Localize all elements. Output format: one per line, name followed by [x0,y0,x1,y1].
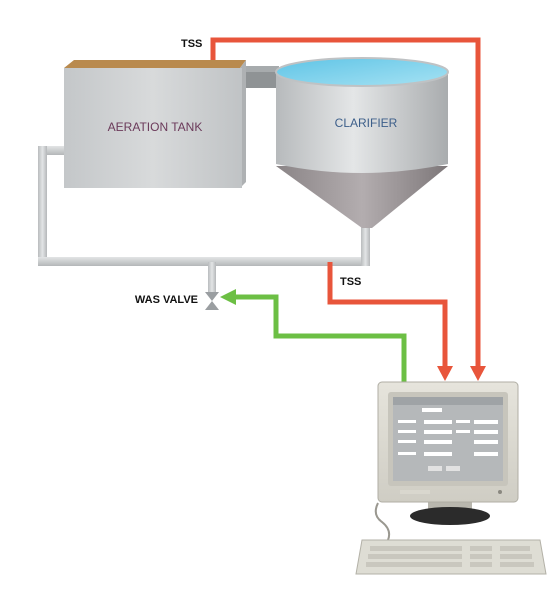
was-valve-label: WAS VALVE [135,294,198,306]
return-sludge-pipe [38,146,370,292]
clarifier [275,57,449,228]
tss-label-top: TSS [181,38,202,50]
tss-signal-line-top [210,37,481,368]
tss-label-bottom: TSS [340,276,361,288]
computer-workstation-icon[interactable] [355,381,547,575]
control-signal-line [234,294,407,384]
aeration-tank [64,60,246,188]
tss-arrowhead-top [470,366,486,381]
connecting-pipe [243,66,279,88]
tss-arrowhead-bottom [437,366,453,381]
aeration-tank-label: AERATION TANK [108,120,203,134]
tss-signal-line-bottom [327,262,448,368]
clarifier-label: CLARIFIER [335,116,398,130]
control-arrowhead [220,289,236,305]
valve-icon[interactable] [205,292,219,310]
